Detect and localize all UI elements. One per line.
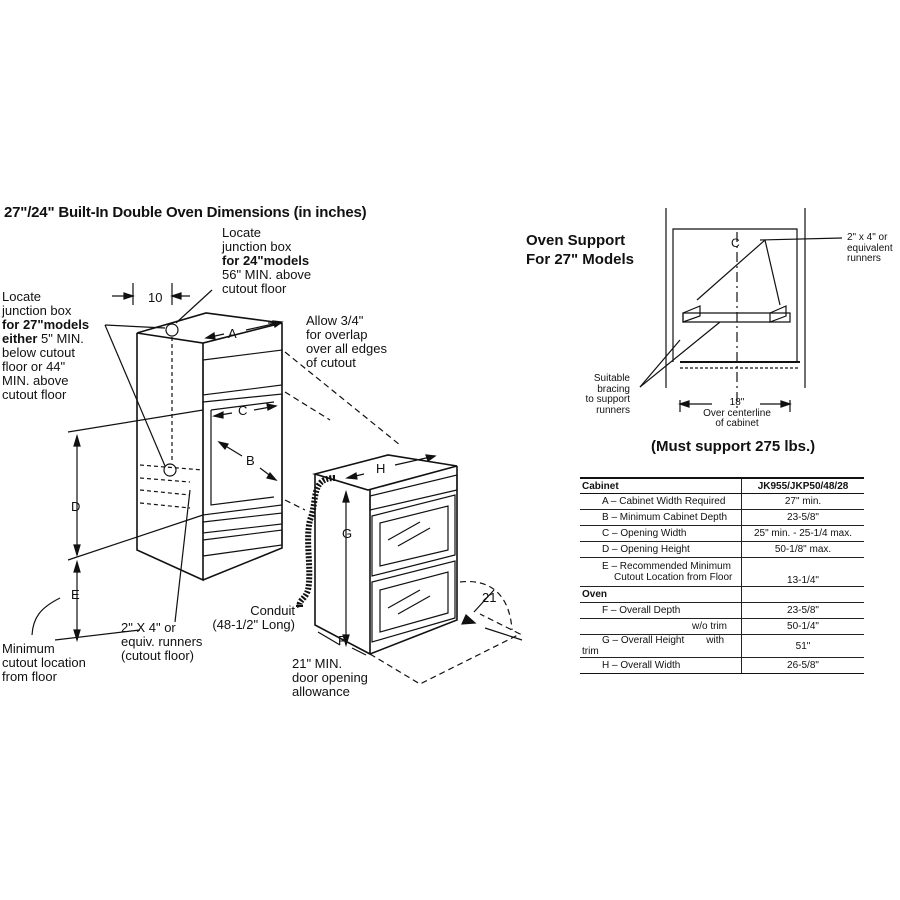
bracing-callout: Suitable bracing to support runners	[585, 373, 630, 416]
cabinet-drawing	[32, 283, 400, 640]
dim-label-e: E	[71, 587, 80, 602]
table-row: H – Overall Width 26-5/8"	[580, 657, 864, 674]
support-drawing	[640, 208, 842, 412]
dim-label-d: D	[71, 499, 81, 514]
dim-label-centerline: C	[731, 236, 740, 250]
minimum-cutout-callout: Minimum cutout location from floor	[2, 641, 86, 684]
table-row: C – Opening Width 25" min. - 25-1/4 max.	[580, 525, 864, 542]
table-row: F – Overall Depth 23-5/8"	[580, 602, 864, 619]
table-header-row: Cabinet JK955/JKP50/48/28	[580, 477, 864, 494]
table-row: w/o trim 50-1/4"	[580, 618, 864, 635]
table-row: A – Cabinet Width Required 27" min.	[580, 493, 864, 510]
junction-24-callout: Locate junction box for 24"models 56" MI…	[222, 225, 312, 296]
dim-label-21: 21	[482, 590, 497, 605]
dim-label-a: A	[228, 326, 237, 341]
dim-label-c: C	[238, 403, 248, 418]
table-row: B – Minimum Cabinet Depth 23-5/8"	[580, 509, 864, 526]
page-title: 27"/24" Built-In Double Oven Dimensions …	[4, 204, 367, 221]
spec-table: Cabinet JK955/JKP50/48/28 A – Cabinet Wi…	[580, 477, 864, 674]
runners-callout: 2" X 4" or equiv. runners (cutout floor)	[121, 620, 203, 663]
dim-label-10: 10	[148, 290, 163, 305]
dim-label-g: G	[342, 526, 353, 541]
oven-drawing	[296, 455, 522, 684]
dim-label-f: F	[338, 633, 346, 648]
dim-label-b: B	[246, 453, 255, 468]
conduit-callout: Conduit (48-1/2" Long)	[212, 603, 295, 632]
support-title: Oven Support For 27" Models	[526, 232, 634, 268]
dim-label-h: H	[376, 461, 386, 476]
door-opening-callout: 21" MIN. door opening allowance	[292, 656, 368, 699]
must-support-note: (Must support 275 lbs.)	[651, 438, 816, 455]
support-runners-callout: 2" x 4" or equivalent runners	[847, 232, 893, 264]
overlap-callout: Allow 3/4" for overlap over all edges of…	[306, 313, 387, 370]
centerline-callout: 18" Over centerline of cabinet	[703, 397, 771, 429]
table-row: D – Opening Height 50-1/8" max.	[580, 541, 864, 558]
junction-27-callout: Locate junction box for 27"models either…	[2, 289, 90, 402]
table-section-row: Oven	[580, 586, 864, 603]
